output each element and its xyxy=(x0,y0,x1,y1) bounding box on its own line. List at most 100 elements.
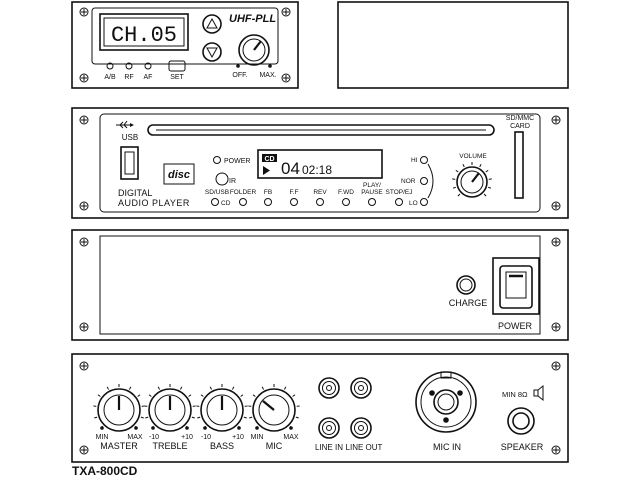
player-panel xyxy=(71,107,569,219)
knob-tick xyxy=(243,416,247,419)
knob-tick xyxy=(209,386,213,390)
channel-down-button[interactable] xyxy=(202,42,222,62)
volume-knob[interactable] xyxy=(456,166,488,198)
screw-icon xyxy=(79,361,89,371)
play-time: 02:18 xyxy=(302,163,332,177)
screw-icon xyxy=(79,7,89,17)
sd-card-slot[interactable] xyxy=(514,131,524,199)
line-in-label: LINE IN xyxy=(315,443,343,452)
line-out-jack-top[interactable] xyxy=(350,377,372,399)
knob-tick xyxy=(200,394,204,397)
mic-knob[interactable] xyxy=(252,388,296,432)
knob-tick xyxy=(252,394,256,397)
mic-max-label: MAX xyxy=(283,434,299,441)
mic-in-combo-jack[interactable] xyxy=(415,371,477,433)
knob-tick xyxy=(145,416,149,419)
treble-knob[interactable] xyxy=(148,388,192,432)
svg-text:disc: disc xyxy=(168,169,190,181)
fast-back-button[interactable] xyxy=(264,198,272,206)
control-buttons: SD/USB CD FOLDER FB F.F REV F.WD PLAY/ P… xyxy=(205,182,413,207)
volume-tick xyxy=(457,193,461,197)
usb-icon xyxy=(116,120,134,129)
digital-label: DIGITAL xyxy=(118,188,152,198)
ir-label: IR xyxy=(229,178,236,185)
cd-mode-label: CD xyxy=(221,200,231,207)
volume-tick xyxy=(452,186,456,189)
knob-tick xyxy=(188,394,192,397)
speaker-jack[interactable] xyxy=(507,407,535,435)
play-label-line1: PLAY/ xyxy=(363,182,381,189)
player-bezel xyxy=(99,113,541,213)
bass-label: BASS xyxy=(210,441,234,451)
stop-eject-button[interactable] xyxy=(395,198,403,206)
indicator-label-rf: RF xyxy=(124,74,133,81)
volume-tick xyxy=(462,163,465,168)
mic-label: MIC xyxy=(266,441,283,451)
screw-icon xyxy=(551,115,561,125)
button-label-ff: F.F xyxy=(289,189,298,196)
volume-tick xyxy=(483,193,487,197)
screw-icon xyxy=(551,322,561,332)
play-icon xyxy=(263,166,270,175)
level-nor-label: NOR xyxy=(401,178,416,185)
speaker-label: SPEAKER xyxy=(501,442,544,452)
knob-tick xyxy=(197,416,201,419)
knob-min-dot xyxy=(236,64,240,68)
button-label-fb: FB xyxy=(264,189,272,196)
knob-tick xyxy=(231,386,235,390)
button-label-stop: STOP/EJ xyxy=(386,189,413,196)
sd-usb-button[interactable] xyxy=(211,198,219,206)
audio-player-label: AUDIO PLAYER xyxy=(118,198,190,208)
tuner-volume-knob[interactable] xyxy=(238,34,270,66)
knob-tick xyxy=(97,394,101,397)
knob-tick xyxy=(137,394,141,397)
rev-button[interactable] xyxy=(316,198,324,206)
knob-tick xyxy=(191,416,195,419)
player-module: USB disc DIGITAL AUDIO PLAYER SD/MMC CAR… xyxy=(71,107,569,219)
ab-indicator-led xyxy=(106,62,114,70)
line-out-label: LINE OUT xyxy=(346,443,383,452)
screw-icon xyxy=(551,237,561,247)
knob-min-label: OFF. xyxy=(232,72,247,79)
master-max-label: MAX xyxy=(127,434,143,441)
level-nor-led xyxy=(420,177,428,185)
knob-tick xyxy=(94,416,98,419)
power-switch[interactable] xyxy=(492,257,540,315)
folder-button[interactable] xyxy=(239,198,247,206)
model-label: TXA-800CD xyxy=(72,464,138,478)
channel-up-button[interactable] xyxy=(202,14,222,34)
cd-slot[interactable] xyxy=(147,124,495,136)
line-in-jack-top[interactable] xyxy=(318,377,340,399)
screw-icon xyxy=(79,115,89,125)
volume-tick xyxy=(479,163,482,168)
line-in-jack-bottom[interactable] xyxy=(318,417,340,439)
rf-indicator-led xyxy=(125,62,133,70)
volume-scale-ticks xyxy=(452,162,492,197)
knob-end-dot xyxy=(255,426,259,430)
fast-forward-button[interactable] xyxy=(290,198,298,206)
knob-end-dot xyxy=(100,426,104,430)
screw-icon xyxy=(79,73,89,83)
level-lo-led xyxy=(420,198,428,206)
blank-panel xyxy=(337,1,569,89)
tuner-module: CH.05 UHF-PLL OFF. MAX. A/B RF AF SET xyxy=(71,1,299,89)
power-led xyxy=(213,156,221,164)
knob-tick xyxy=(140,416,144,419)
master-knob[interactable] xyxy=(97,388,141,432)
line-out-jack-bottom[interactable] xyxy=(350,417,372,439)
screw-icon xyxy=(551,201,561,211)
knob-tick xyxy=(128,386,132,390)
power-panel xyxy=(71,229,569,341)
forward-button[interactable] xyxy=(342,198,350,206)
ir-sensor xyxy=(215,172,229,186)
set-button[interactable] xyxy=(168,60,186,72)
tuner-panel xyxy=(71,1,299,89)
play-pause-button[interactable] xyxy=(368,198,376,206)
bass-knob[interactable] xyxy=(200,388,244,432)
knob-tick xyxy=(283,386,287,390)
level-hi-led xyxy=(420,156,428,164)
usb-port[interactable] xyxy=(120,146,139,180)
play-label-line2: PAUSE xyxy=(361,189,383,196)
usb-label: USB xyxy=(122,133,138,142)
